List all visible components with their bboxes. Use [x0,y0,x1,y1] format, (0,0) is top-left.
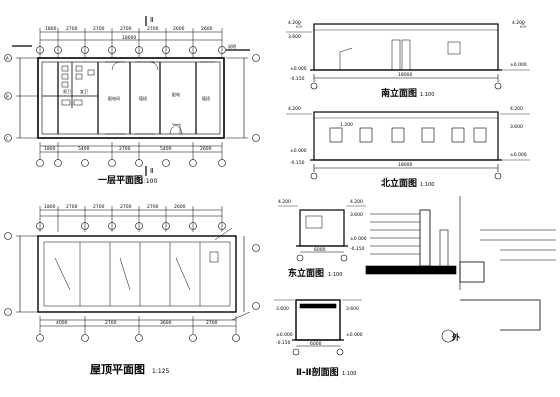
room-label: 配电 [172,91,180,97]
level-text: ±0.000 [510,62,527,68]
dim-text: 2700 [105,320,117,326]
dim-text: 4000 [56,320,68,326]
level-text: 4.200 [350,199,363,205]
construction-detail [365,196,556,343]
view-title: 屋顶平面图 [90,363,145,376]
view-title: 东立面图 [288,267,324,279]
dim-text: 2600 [174,204,186,210]
note-text: 说明 [228,43,236,49]
dim-total-text: 18000 [398,162,412,168]
axis-bubbles-bottom [36,159,226,167]
north-elevation-text: 4.200 4.200 3.600 1.200 ±0.000 ±0.000 -0… [288,106,527,189]
dim-text: 2600 [200,146,212,152]
axis-label: A [6,56,9,61]
dim-text: 2700 [93,26,105,32]
axis-bubbles-top [36,46,226,54]
dim-text: 5400 [160,146,172,152]
dim-text: 6000 [314,247,326,253]
east-elevation [278,205,366,262]
level-text: ±0.000 [290,66,307,72]
south-elevation [286,23,530,90]
dim-text: 2700 [66,204,78,210]
room-label: 配电间 [108,95,120,101]
view-scale: 1:100 [420,182,434,188]
axis-label: B [6,94,9,99]
dim-text: 2600 [173,26,185,32]
toilet-fixtures [61,65,95,106]
roof-plan-text: 1800 2700 2700 2700 2700 2600 4000 2700 … [44,204,218,376]
level-text: 3.600 [350,212,363,218]
level-text: -0.150 [276,340,291,346]
dim-text: 2700 [206,320,218,326]
dim-text: 1800 [44,204,56,210]
level-text: ±0.000 [290,148,307,154]
level-text: ±0.000 [510,152,527,158]
view-scale: 1:100 [342,371,356,377]
level-text: 3.600 [346,306,359,312]
dim-text: 2700 [147,204,159,210]
level-text: 4.200 [288,20,301,26]
level-text: 4.200 [288,106,301,112]
dim-text: 2700 [120,26,132,32]
level-text: -0.150 [290,160,305,166]
axis-label: C [6,136,9,141]
view-scale: 1:100 [328,272,342,278]
dim-text: 2700 [93,204,105,210]
level-text: 4.200 [278,199,291,205]
plan-windows [105,57,215,139]
east-elevation-text: 4.200 4.200 3.600 ±0.000 -0.150 6000 东立面… [278,199,367,279]
level-text: ±0.000 [350,236,367,242]
dim-text: 2700 [147,26,159,32]
roof-plan [4,206,260,342]
level-text: ±0.000 [346,332,363,338]
level-text: 3.600 [510,124,523,130]
section-2-2-text: 3.600 3.600 ±0.000 ±0.000 -0.150 6000 Ⅱ-… [276,306,363,378]
dim-text: 1800 [45,26,57,32]
level-text: 4.200 [510,106,523,112]
view-title: 外 [452,332,460,342]
dim-text: 2700 [119,146,131,152]
view-title: 南立面图 [381,87,417,99]
level-text: 1.200 [340,122,353,128]
door-swings [111,61,183,135]
dim-text: 5400 [78,146,90,152]
level-text: ±0.000 [276,332,293,338]
section-mark-text: Ⅱ [150,167,153,175]
level-text: -0.150 [350,246,365,252]
dim-text: 2600 [201,26,213,32]
dim-text: 2700 [66,26,78,32]
view-title: 一层平面图 [98,175,143,186]
view-scale: 1:100 [140,178,157,185]
section-mark-text: Ⅱ [150,16,153,24]
dim-text: 3600 [160,320,172,326]
room-label: 值班 [139,95,147,101]
south-elevation-text: 4.200 4.200 3.600 ±0.000 ±0.000 -0.150 1… [288,20,527,99]
dim-total-text: 18000 [122,35,136,41]
dim-text: 2700 [120,204,132,210]
level-text: 3.600 [288,34,301,40]
view-title: Ⅱ-Ⅱ剖面图 [296,366,339,378]
construction-detail-text: 外 [452,332,460,342]
room-label: 女卫 [80,88,88,94]
room-label: 男卫 [63,89,71,94]
dim-text: 1800 [44,146,56,152]
view-title: 北立面图 [381,177,417,189]
level-text: 4.200 [512,20,525,26]
ground-floor-plan-text: 1800 2700 2700 2700 2700 2600 2600 18000… [6,16,236,186]
level-text: -0.150 [290,76,305,82]
north-elevation [286,111,530,180]
dim-total-text: 18000 [398,72,412,78]
ground-floor-plan [4,16,260,176]
room-label: 值班 [202,95,210,101]
dim-text: 6000 [310,341,322,347]
section-2-2 [274,299,362,356]
level-text: 3.600 [276,306,289,312]
view-scale: 1:100 [420,92,434,98]
view-scale: 1:125 [152,368,169,375]
